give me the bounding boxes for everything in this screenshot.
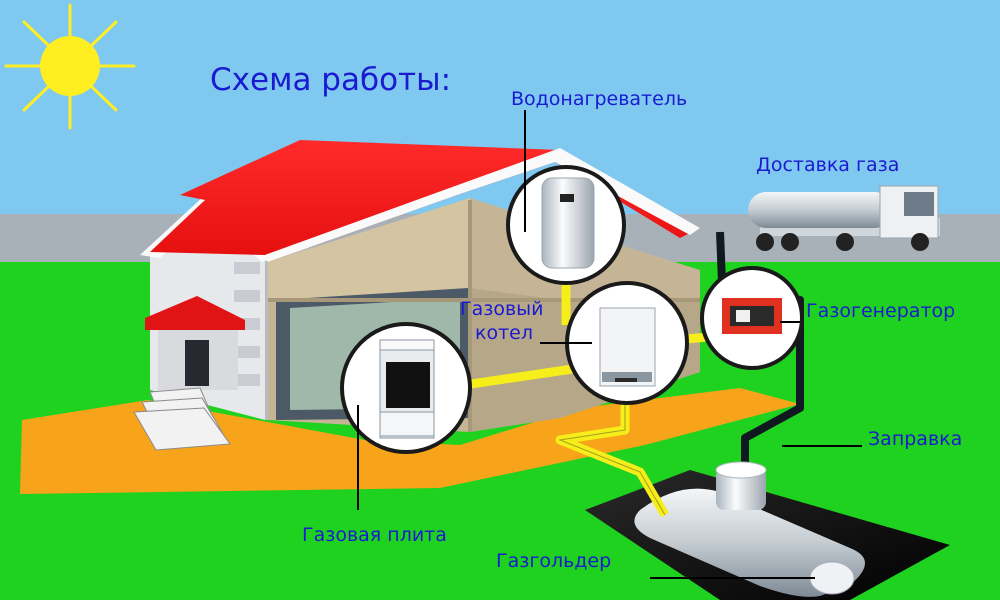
label-water-heater: Водонагреватель [511, 88, 688, 110]
walkway [20, 388, 800, 494]
diagram-title: Схема работы: [210, 62, 452, 98]
leader-lines [357, 110, 862, 579]
label-gas-boiler-1: Газовый [460, 298, 544, 320]
label-refueling: Заправка [868, 428, 963, 450]
gas-truck-icon [748, 185, 940, 251]
label-gas-generator: Газогенератор [806, 300, 956, 322]
gas-boiler-callout [565, 281, 689, 405]
sky [0, 0, 1000, 218]
label-gas-boiler-2: котел [475, 322, 534, 344]
water-heater-callout [506, 165, 626, 285]
sun-icon [4, 3, 136, 130]
gas-stove-callout [340, 322, 472, 454]
label-gas-holder: Газгольдер [496, 550, 612, 572]
gas-generator-callout [700, 266, 804, 370]
label-gas-delivery: Доставка газа [756, 154, 900, 176]
gas-holder-tank [634, 461, 865, 597]
fill-pipe [716, 231, 804, 470]
label-gas-stove: Газовая плита [302, 524, 447, 546]
